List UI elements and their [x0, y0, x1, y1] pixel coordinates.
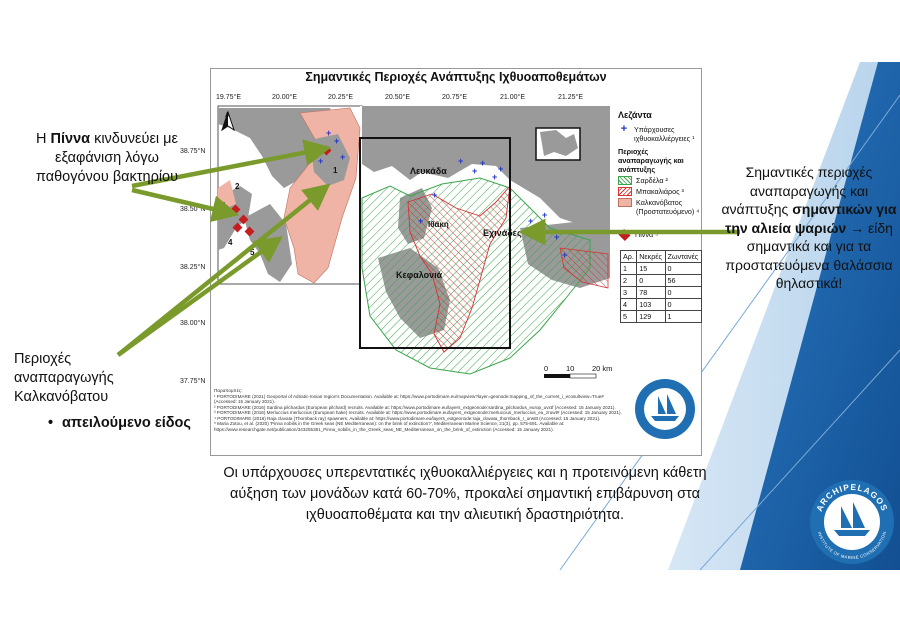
table-cell: 5 [619, 310, 638, 323]
legend-item-hake: Μπακαλιάρος ³ [618, 187, 702, 197]
bottom-statement: Οι υπάρχουσες υπερεντατικές ιχθυοκαλλιέρ… [223, 465, 707, 523]
svg-text:+: + [480, 158, 485, 168]
archipelagos-logo-small [635, 379, 695, 439]
scale-bar [544, 373, 597, 379]
hake-swatch-icon [618, 187, 632, 197]
bullet-item: • απειλούμενο είδος [48, 414, 202, 433]
north-arrow-label: A [225, 112, 231, 119]
lon-tick: 20.25°E [328, 94, 353, 101]
legend-item-farms: + Υπάρχουσες ιχθυοκαλλιέργειες ¹ [618, 123, 702, 144]
fisheries-annotation: Σημαντικές περιοχές αναπαραγωγής και ανά… [720, 163, 898, 293]
hake-area [407, 184, 511, 353]
legend-areas-heading: Περιοχές αναπαραγωγής και ανάπτυξης [618, 147, 684, 175]
lon-tick: 21.00°E [500, 94, 525, 101]
scale-label: 10 [566, 364, 575, 373]
reference-line: Παραπομπές: [214, 388, 243, 393]
legend-label: Πίννα ⁵ [635, 230, 659, 240]
scale-label: 0 [544, 364, 549, 373]
legend-item-ray: Καλκανόβατος (Προστατευόμενο) ⁴ [618, 198, 702, 216]
pinna-annotation: Η Πίννα κινδυνεύει με εξαφάνιση λόγω παθ… [22, 130, 192, 187]
lon-tick: 20.75°E [442, 94, 467, 101]
legend-label: Μπακαλιάρος ³ [636, 187, 684, 197]
table-cell: 3 [619, 286, 638, 299]
table-cell: 1 [664, 310, 702, 323]
lat-axis: 38.75°N 38.50°N 38.25°N 38.00°N 37.75°N [180, 100, 216, 390]
north-arrow-icon [221, 110, 235, 132]
svg-text:+: + [458, 156, 463, 166]
svg-text:+: + [498, 164, 503, 174]
lon-tick: 21.25°E [558, 94, 583, 101]
reference-line: ⁴ PORTODIMARE (2016) Raja clavata (Thorn… [214, 415, 601, 421]
bullet-text: απειλούμενο είδος [62, 415, 191, 431]
svg-text:+: + [562, 250, 567, 260]
place-label-echinades: Εχινάδες [483, 228, 522, 238]
map-title: Σημαντικές Περιοχές Ανάπτυξης Ιχθυοαποθε… [305, 70, 607, 84]
svg-text:+: + [432, 190, 437, 200]
legend-item-pinna: Πίννα ⁵ [618, 229, 702, 242]
spawning-annotation: Περιοχές αναπαραγωγής Καλκανόβατου [14, 351, 114, 405]
place-label-lefkada: Λευκάδα [410, 166, 447, 176]
lat-tick: 38.00°N [180, 320, 206, 327]
lat-tick: 38.50°N [180, 206, 206, 213]
scale-label: 20 km [592, 364, 613, 373]
svg-text:+: + [334, 136, 339, 146]
legend-title: Λεζάντα [618, 110, 652, 120]
legend-label: Καλκανόβατος (Προστατευόμενο) ⁴ [636, 198, 700, 217]
site-number: 1 [333, 166, 338, 175]
map-legend: Λεζάντα + Υπάρχουσες ιχθυοκαλλιέργειες ¹… [618, 110, 702, 242]
fisheries-annotation-pre: Σημαντικές περιοχές αναπαραγωγής και ανά… [721, 164, 873, 217]
legend-item-sardine: Σαρδέλα ² [618, 176, 702, 186]
place-label-kefalonia: Κεφαλονιά [396, 270, 443, 280]
reference-line: ³ PORTODIMARE (2016) Merluccius merlucci… [214, 410, 622, 415]
fisheries-annotation-post: → είδη σημαντικά και για τα προστατευόμε… [725, 219, 893, 292]
lat-tick: 37.75°N [180, 378, 206, 385]
svg-text:+: + [340, 152, 345, 162]
site-number: 2 [235, 182, 240, 191]
farm-cross-icon: + [620, 123, 628, 136]
main-map-extent [359, 137, 511, 349]
svg-text:+: + [418, 216, 423, 226]
reference-line: ² PORTODIMARE (2016) Sardina pilchardus … [214, 404, 616, 410]
svg-text:+: + [492, 172, 497, 182]
lon-tick: 19.75°E [216, 94, 241, 101]
svg-text:+: + [554, 232, 559, 242]
site-number: 5 [250, 248, 255, 257]
pinna-annotation-pre: Η [36, 131, 51, 147]
lat-tick: 38.25°N [180, 264, 206, 271]
lon-tick: 20.00°E [272, 94, 297, 101]
lat-tick: 38.75°N [180, 148, 206, 155]
site-number: 4 [228, 238, 233, 247]
fisheries-annotation-bold: σημαντικών για την αλιεία ψαριών [725, 201, 897, 236]
ray-swatch-icon [618, 198, 632, 208]
pinna-annotation-bold: Πίννα [50, 131, 91, 147]
pinna-annotation-post: κινδυνεύει με εξαφάνιση λόγω παθογόνου β… [35, 131, 179, 185]
sardine-swatch-icon [618, 176, 632, 186]
place-label-ithaki: Ιθάκη [428, 220, 449, 229]
svg-text:+: + [472, 166, 477, 176]
lon-axis: 19.75°E 20.00°E 20.25°E 20.50°E 20.75°E … [210, 94, 702, 106]
svg-text:+: + [542, 210, 547, 220]
legend-label: Σαρδέλα ² [636, 176, 668, 186]
reference-line: ¹ PORTODIMARE (2021) Geoportal of Adriat… [214, 393, 604, 405]
table-cell: 129 [636, 310, 666, 323]
archipelagos-logo: ARCHIPELAGOS INSTITUTE OF MARINE CONSERV… [810, 480, 894, 564]
reference-line: ⁵ Maria Zotou, et al. (2020) 'Pinna nobi… [214, 421, 565, 432]
hake-area-east [559, 247, 609, 289]
references: Παραπομπές: ¹ PORTODIMARE (2021) Geoport… [214, 388, 624, 432]
lon-tick: 20.50°E [385, 94, 410, 101]
bullet-icon: • [48, 415, 54, 431]
legend-label: Υπάρχουσες ιχθυοκαλλιέργειες ¹ [634, 125, 695, 144]
svg-text:+: + [326, 128, 331, 138]
